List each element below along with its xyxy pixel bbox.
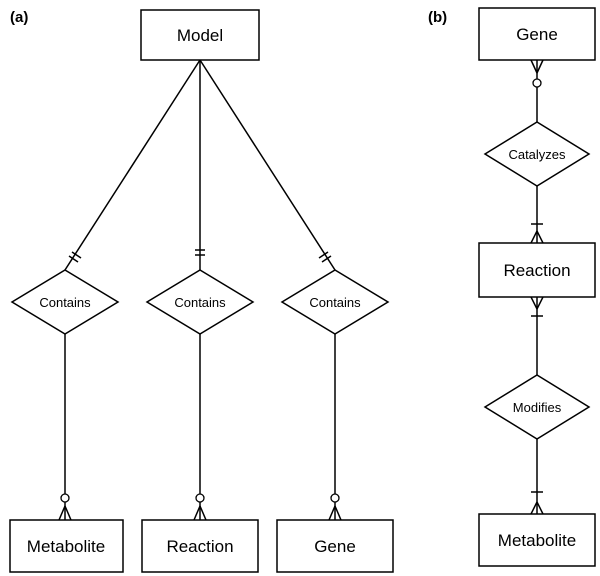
relationship-contains-reaction: Contains [145,269,255,335]
cardinality-one-only-center [195,249,205,256]
entity-metabolite: Metabolite [9,519,124,573]
entity-reaction-b-label: Reaction [503,261,570,280]
entity-metabolite-b-label: Metabolite [498,531,576,550]
cardinality-one-many-reaction-top [530,223,544,244]
relationship-contains-metabolite: Contains [10,269,120,335]
cardinality-one-many-metabolite-top [530,491,544,515]
relationship-modifies-label: Modifies [513,400,562,415]
relationship-contains-gene: Contains [280,269,390,335]
entity-gene: Gene [276,519,394,573]
relationship-contains-metabolite-label: Contains [39,295,91,310]
entity-gene-b: Gene [478,7,596,61]
entity-model: Model [140,9,260,61]
diagram-a: Model Contains Contains Contains Metabol… [9,9,394,573]
diagram-b: Gene Catalyzes Reaction Modifies Metabol… [478,7,596,567]
entity-gene-b-label: Gene [516,25,558,44]
entity-reaction: Reaction [141,519,259,573]
cardinality-one-many-reaction-bottom [530,296,544,317]
cardinality-zero-many-metabolite [58,493,72,521]
entity-metabolite-label: Metabolite [27,537,105,556]
cardinality-zero-many-gene-b [530,59,544,88]
relationship-modifies: Modifies [483,374,591,440]
relationship-contains-reaction-label: Contains [174,295,226,310]
cardinality-one-only-left [68,251,82,263]
relationship-catalyzes-label: Catalyzes [508,147,566,162]
panel-label-b: (b) [428,9,447,26]
panel-label-a: (a) [10,9,28,26]
relationship-catalyzes: Catalyzes [483,121,591,187]
entity-reaction-b: Reaction [478,242,596,298]
entity-metabolite-b: Metabolite [478,513,596,567]
cardinality-zero-many-gene [328,493,342,521]
connector-model-contains-gene [199,59,336,271]
connector-model-contains-metabolite [64,59,201,271]
cardinality-one-only-right [318,251,332,263]
relationship-contains-gene-label: Contains [309,295,361,310]
entity-reaction-label: Reaction [166,537,233,556]
entity-gene-label: Gene [314,537,356,556]
cardinality-zero-many-reaction [193,493,207,521]
entity-model-label: Model [177,26,223,45]
